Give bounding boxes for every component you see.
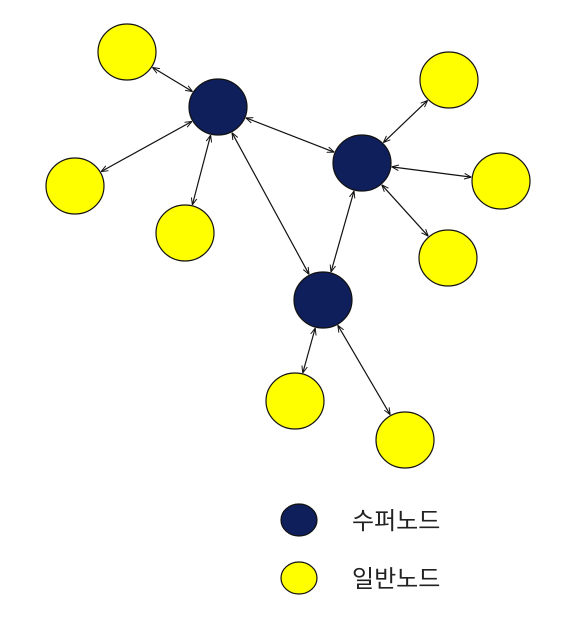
legend-super-node-label: 수퍼노드 — [352, 507, 440, 535]
edge-s3-n8 — [338, 325, 390, 415]
legend: 수퍼노드 일반노드 — [280, 503, 440, 595]
normal-node-n2 — [45, 157, 105, 215]
edge-s2-n5 — [392, 167, 472, 177]
nodes-layer — [45, 23, 531, 469]
normal-node-n7 — [265, 372, 325, 430]
normal-node-n4 — [419, 51, 479, 109]
edge-s1-s2 — [246, 118, 334, 152]
edge-s2-s3 — [331, 191, 354, 272]
legend-normal-node-label: 일반노드 — [352, 565, 440, 593]
super-node-s1 — [188, 78, 248, 136]
edges-layer — [101, 67, 471, 414]
normal-node-n6 — [418, 229, 478, 287]
edge-s2-n4 — [383, 100, 427, 142]
super-node-s2 — [332, 134, 392, 192]
legend-normal-node-marker — [280, 561, 318, 595]
legend-super-node-marker — [280, 503, 318, 537]
normal-node-n5 — [471, 152, 531, 210]
normal-node-n8 — [375, 411, 435, 469]
edge-s2-n6 — [382, 185, 428, 236]
edge-s1-s3 — [232, 133, 309, 275]
edge-s1-n3 — [192, 135, 210, 205]
super-node-s3 — [293, 271, 353, 329]
normal-node-n3 — [155, 204, 215, 262]
edge-s3-n7 — [303, 328, 315, 373]
edge-s1-n1 — [152, 67, 192, 91]
edge-s1-n2 — [101, 121, 192, 171]
normal-node-n1 — [97, 23, 157, 81]
